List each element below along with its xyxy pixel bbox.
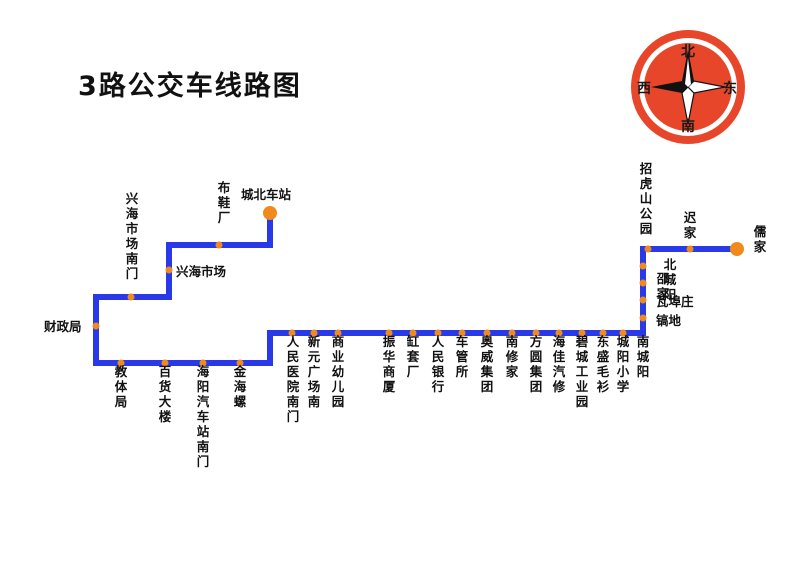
stop-label: 海佳汽修 xyxy=(552,334,566,394)
stop-label: 碧城工业园 xyxy=(575,334,589,409)
stop-label: 北城阳 xyxy=(664,257,677,302)
stop-label: 新元广场南 xyxy=(308,334,321,409)
stop-label: 车管所 xyxy=(456,334,469,379)
compass-star-west xyxy=(651,81,688,93)
stop-dot xyxy=(458,329,466,337)
stop-label: 迟家 xyxy=(684,210,697,240)
stop-label: 瓦埠庄 xyxy=(656,294,694,309)
stop-label: 振华商厦 xyxy=(383,334,396,394)
compass-west-label: 西 xyxy=(637,81,651,97)
stop-dot xyxy=(619,329,627,337)
stop-label: 镐地 xyxy=(656,313,682,328)
stop-label: 海阳汽车站南门 xyxy=(197,364,210,469)
stop-label: 金海螺 xyxy=(233,364,247,409)
stop-label: 邵家 xyxy=(656,271,670,301)
stop-dot xyxy=(532,329,540,337)
stop-dot xyxy=(199,359,207,367)
page-title: 3路公交车线路图 xyxy=(78,71,302,102)
compass-star-north-highlight xyxy=(685,58,691,87)
stop-dot xyxy=(92,322,100,330)
stop-label: 儒家 xyxy=(754,224,767,254)
stop-dot xyxy=(385,329,393,337)
stop-dot xyxy=(288,329,296,337)
stop-dot xyxy=(578,329,586,337)
stop-label: 兴海市场南门 xyxy=(126,191,139,281)
stop-dot xyxy=(639,314,647,322)
route-line xyxy=(93,213,737,366)
stop-dot xyxy=(644,245,652,253)
stop-dot xyxy=(236,359,244,367)
stop-label: 商业幼儿园 xyxy=(331,334,345,409)
stop-label: 缸套厂 xyxy=(406,334,420,379)
terminal-north-stop xyxy=(263,206,277,220)
stop-dot xyxy=(434,329,442,337)
stop-dot xyxy=(127,293,135,301)
stop-label: 南修家 xyxy=(505,334,519,379)
stop-dot xyxy=(165,266,173,274)
compass-north-label: 北 xyxy=(681,44,695,60)
stop-dot xyxy=(686,245,694,253)
stop-dot xyxy=(599,329,607,337)
stop-label: 招虎山公园 xyxy=(640,161,653,236)
compass-east-label: 东 xyxy=(723,80,737,97)
stop-dot xyxy=(639,296,647,304)
terminal-east-stop xyxy=(730,242,744,256)
stop-dot xyxy=(483,329,491,337)
stop-dot xyxy=(117,359,125,367)
stop-dot xyxy=(310,329,318,337)
stop-label: 百货大楼 xyxy=(159,364,172,424)
stop-label: 东盛毛衫 xyxy=(596,334,610,394)
stop-dot xyxy=(334,329,342,337)
stop-dot xyxy=(639,279,647,287)
stop-label: 方圆集团 xyxy=(529,334,543,394)
stop-dot xyxy=(161,359,169,367)
stop-dot xyxy=(639,262,647,270)
stop-label: 财政局 xyxy=(43,319,82,334)
stop-label: 城北车站 xyxy=(241,187,292,202)
stop-label: 奥威集团 xyxy=(480,334,494,394)
stop-dot xyxy=(508,329,516,337)
stop-label: 人民医院南门 xyxy=(287,334,300,424)
stop-dot xyxy=(215,241,223,249)
stop-label: 布鞋厂 xyxy=(218,180,231,225)
stop-label: 南城阳 xyxy=(637,334,650,379)
stop-label: 兴海市场 xyxy=(176,264,226,279)
stop-label: 教体局 xyxy=(114,364,128,409)
compass: 北 南 东 西 xyxy=(631,30,745,144)
stop-dot xyxy=(555,329,563,337)
stop-label: 城阳小学 xyxy=(616,334,630,394)
compass-south-label: 南 xyxy=(681,118,695,135)
stop-label: 人民银行 xyxy=(431,334,445,394)
stop-dot xyxy=(409,329,417,337)
stop-dots xyxy=(92,241,694,367)
